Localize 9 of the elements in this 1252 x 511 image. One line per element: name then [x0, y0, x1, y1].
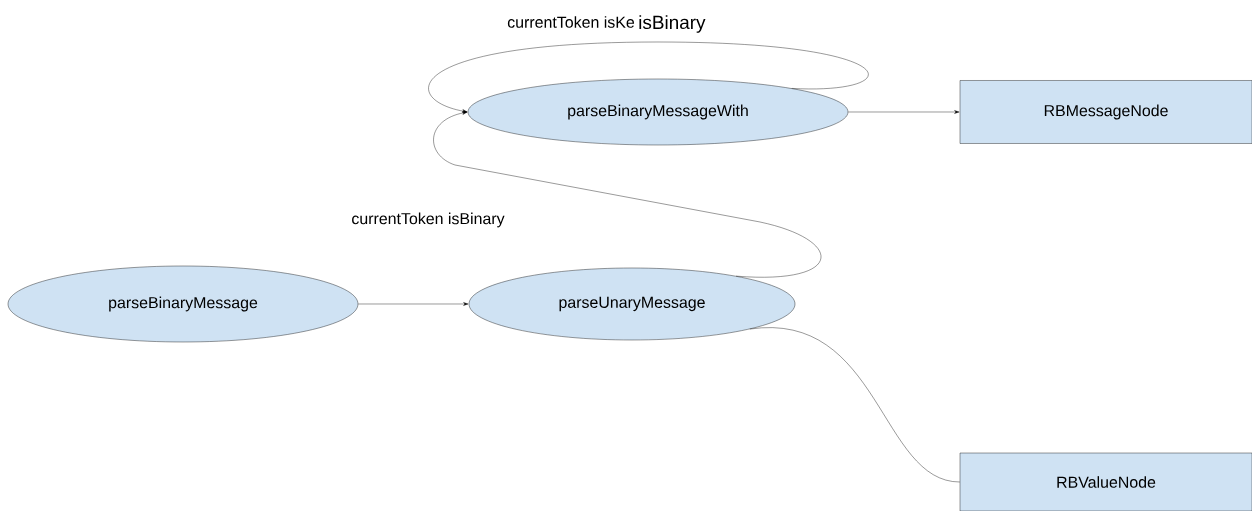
arrow	[428, 41, 869, 113]
result-box: RBMessageNode	[959, 80, 1252, 144]
edge-label: currentToken isBinary	[352, 212, 505, 228]
arrow	[433, 111, 821, 278]
result-box: RBValueNode	[959, 452, 1252, 511]
arrow	[848, 110, 960, 114]
label: isBinary	[639, 15, 706, 33]
arrow	[358, 302, 469, 306]
edge-label: currentToken isKe	[507, 16, 635, 28]
